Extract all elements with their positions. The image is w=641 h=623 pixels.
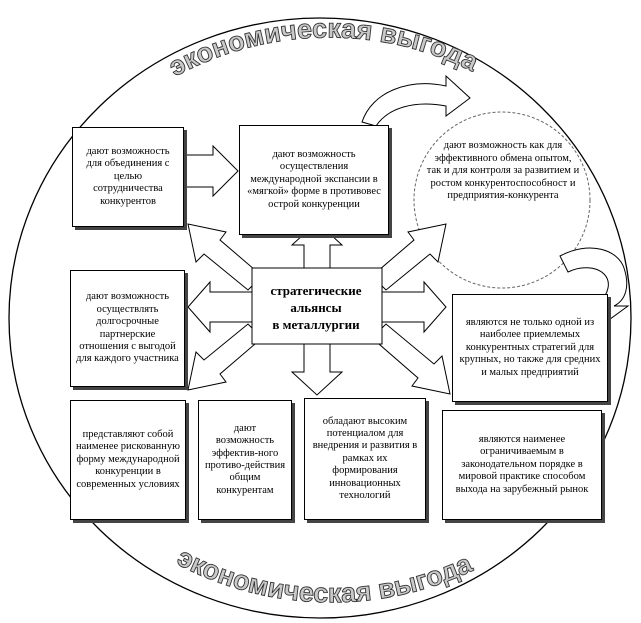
box-top-center-text: дают возможность осуществления междунаро… bbox=[247, 148, 381, 210]
box-bottom-3: обладают высоким потенциалом для внедрен… bbox=[304, 398, 426, 520]
box-bottom-3-text: обладают высоким потенциалом для внедрен… bbox=[312, 415, 418, 502]
box-bottom-4-text: являются наименее ограничиваемым в закон… bbox=[455, 433, 589, 495]
arrow-to-top-center bbox=[184, 144, 239, 198]
center-label: стратегические альянсы в металлургии bbox=[256, 282, 376, 333]
curved-arrow-top bbox=[361, 74, 471, 127]
top-arc-title: экономическая выгода bbox=[164, 13, 484, 82]
center-label-line3: в металлургии bbox=[272, 317, 360, 332]
box-top-left-text: дают возможность для объединения с целью… bbox=[86, 145, 170, 207]
curved-arrow-right bbox=[559, 247, 630, 323]
dashed-circle bbox=[413, 111, 591, 289]
box-top-center: дают возможность осуществления междунаро… bbox=[239, 125, 389, 235]
box-bottom-1: представляют собой наименее рискованную … bbox=[70, 400, 186, 520]
box-bottom-2-text: дают возможность эффектив-ного противо-д… bbox=[204, 422, 286, 496]
box-middle-left-text: дают возможность осуществлять долгосрочн… bbox=[76, 291, 179, 365]
box-bottom-1-text: представляют собой наименее рискованную … bbox=[76, 428, 180, 490]
center-label-line2: альянсы bbox=[290, 300, 342, 315]
box-middle-right: являются не только одной из наиболее при… bbox=[452, 294, 608, 402]
circle-text: дают возможность как для эффективного об… bbox=[426, 140, 580, 202]
box-bottom-2: дают возможность эффектив-ного противо-д… bbox=[198, 400, 292, 520]
box-bottom-4: являются наименее ограничиваемым в закон… bbox=[442, 410, 602, 520]
box-middle-right-text: являются не только одной из наиболее при… bbox=[459, 316, 601, 378]
box-middle-left: дают возможность осуществлять долгосрочн… bbox=[70, 270, 185, 387]
outer-circle bbox=[8, 17, 632, 619]
top-arc-title-text: экономическая выгода bbox=[163, 13, 484, 83]
center-label-line1: стратегические bbox=[270, 283, 362, 298]
box-top-left: дают возможность для объединения с целью… bbox=[72, 127, 184, 227]
